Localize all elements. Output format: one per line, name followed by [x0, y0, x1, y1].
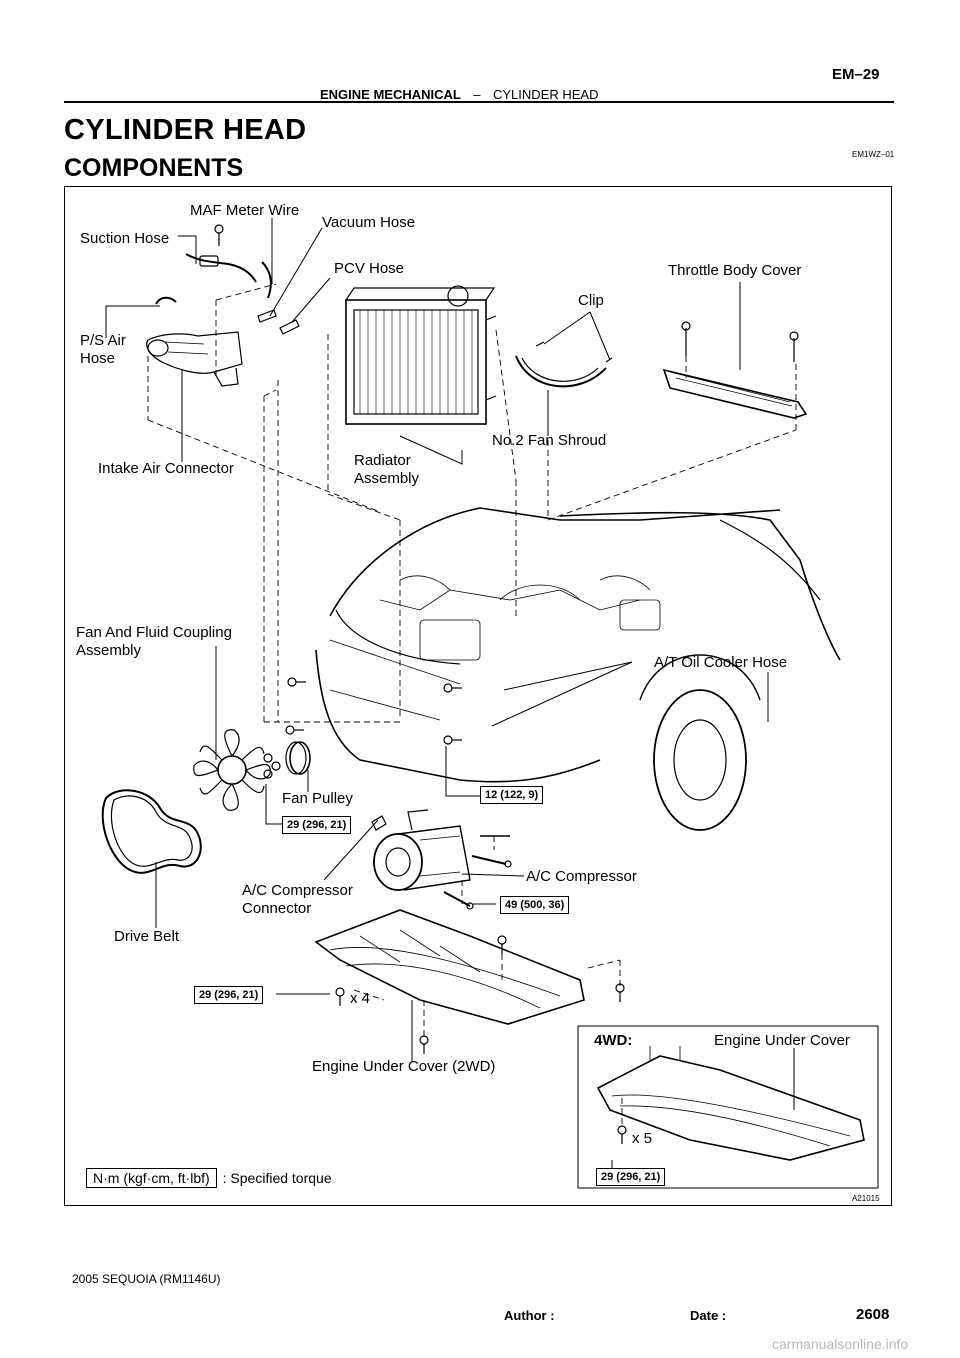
pcv-hose — [279, 319, 300, 335]
header-rule — [64, 101, 894, 103]
bolt-icon — [285, 725, 304, 735]
page-code: EM–29 — [832, 66, 880, 83]
figure-id: A21015 — [852, 1194, 880, 1203]
footer-model: 2005 SEQUOIA (RM1146U) — [72, 1272, 221, 1286]
label-radiator-line-1: Radiator — [354, 452, 411, 469]
header-section: ENGINE MECHANICAL — [320, 87, 461, 102]
figure-code: EM1WZ–01 — [852, 150, 895, 159]
engine-under-cover-4wd — [596, 1046, 865, 1161]
label-fan-coupling-line-1: Fan And Fluid Coupling — [76, 624, 232, 641]
label-maf-meter-wire: MAF Meter Wire — [190, 202, 300, 219]
suction-hose — [185, 253, 257, 283]
page-title: CYLINDER HEAD — [64, 114, 307, 146]
bolt-icon — [443, 735, 462, 745]
radiator-assembly — [345, 285, 497, 425]
label-ps-air-line-1: P/S Air — [80, 332, 126, 349]
label-ps-air-hose: P/S Air Hose — [80, 332, 126, 368]
footer-page-number: 2608 — [856, 1306, 890, 1323]
fan-pulley — [263, 741, 311, 779]
header-subsection: CYLINDER HEAD — [492, 87, 599, 102]
label-ac-compressor: A/C Compressor — [526, 868, 637, 885]
footer-author: Author : — [504, 1308, 555, 1323]
label-pcv-hose: PCV Hose — [334, 260, 405, 277]
clip-part — [535, 341, 613, 363]
torque-29-cover: 29 (296, 21) — [194, 986, 264, 1004]
label-suction-hose: Suction Hose — [80, 230, 170, 247]
label-ac-compressor-connector: A/C Compressor Connector — [242, 882, 353, 918]
legend-text: : Specified torque — [222, 1170, 332, 1186]
intake-air-connector — [146, 331, 243, 387]
label-ac-conn-line-2: Connector — [242, 900, 312, 917]
torque-29-4wd: 29 (296, 21) — [596, 1168, 666, 1186]
label-radiator-assembly: Radiator Assembly — [354, 452, 419, 488]
label-under-cover-4wd: Engine Under Cover — [714, 1032, 850, 1049]
label-intake-air-connector: Intake Air Connector — [98, 460, 234, 477]
ac-connector — [371, 815, 387, 831]
inset-4wd-box — [577, 1025, 879, 1189]
fan-and-fluid-coupling — [193, 729, 271, 811]
maf-meter-wire — [261, 261, 272, 299]
label-fan-coupling: Fan And Fluid Coupling Assembly — [76, 624, 232, 660]
running-header: ENGINE MECHANICAL – CYLINDER HEAD — [320, 86, 598, 104]
label-fan-pulley: Fan Pulley — [282, 790, 353, 807]
leader-lines — [105, 218, 795, 1168]
drive-belt — [101, 789, 202, 874]
bolt-icon — [335, 987, 345, 1006]
throttle-body-cover — [662, 321, 808, 419]
label-vacuum-hose: Vacuum Hose — [322, 214, 416, 231]
bolt-icon — [443, 891, 474, 910]
header-dash: – — [473, 87, 481, 102]
torque-legend: N·m (kgf·cm, ft·lbf) : Specified torque — [86, 1168, 332, 1188]
bolt-icon — [287, 677, 306, 687]
label-no2-fan-shroud: No.2 Fan Shroud — [492, 432, 607, 449]
assembly-guide-lines — [147, 283, 797, 1126]
label-4wd: 4WD: — [594, 1032, 633, 1049]
bolt-icon — [497, 935, 507, 954]
legend-unit-box: N·m (kgf·cm, ft·lbf) — [86, 1168, 217, 1188]
label-throttle-body-cover: Throttle Body Cover — [668, 262, 802, 279]
torque-49: 49 (500, 36) — [500, 896, 570, 914]
label-ac-conn-line-1: A/C Compressor — [242, 882, 353, 899]
label-at-oil-cooler-hose: A/T Oil Cooler Hose — [654, 654, 788, 671]
label-x4: x 4 — [350, 990, 371, 1007]
label-under-cover-2wd: Engine Under Cover (2WD) — [312, 1058, 496, 1075]
vacuum-hose — [257, 309, 277, 323]
bolt-icon — [443, 683, 462, 693]
label-radiator-line-2: Assembly — [354, 470, 420, 487]
label-drive-belt: Drive Belt — [114, 928, 180, 945]
torque-29-pulley: 29 (296, 21) — [282, 816, 352, 834]
ac-compressor — [373, 809, 471, 891]
label-ps-air-line-2: Hose — [80, 350, 116, 367]
label-fan-coupling-line-2: Assembly — [76, 642, 142, 659]
bolt-icon — [617, 1125, 627, 1144]
bolt-icon — [471, 855, 512, 868]
bolt-icon — [615, 983, 625, 1002]
figure-frame — [64, 186, 892, 1206]
footer-date: Date : — [690, 1308, 727, 1323]
no2-fan-shroud — [515, 355, 607, 388]
label-x5: x 5 — [632, 1130, 653, 1147]
engine-under-cover-2wd — [314, 909, 585, 1025]
label-clip: Clip — [578, 292, 604, 309]
vehicle-front — [315, 507, 841, 831]
ps-air-hose — [155, 296, 177, 305]
section-title: COMPONENTS — [64, 154, 244, 182]
bolt-icon — [214, 224, 224, 246]
torque-12: 12 (122, 9) — [480, 786, 544, 804]
bolt-icon — [419, 1035, 429, 1054]
watermark: carmanualsonline.info — [772, 1336, 909, 1352]
